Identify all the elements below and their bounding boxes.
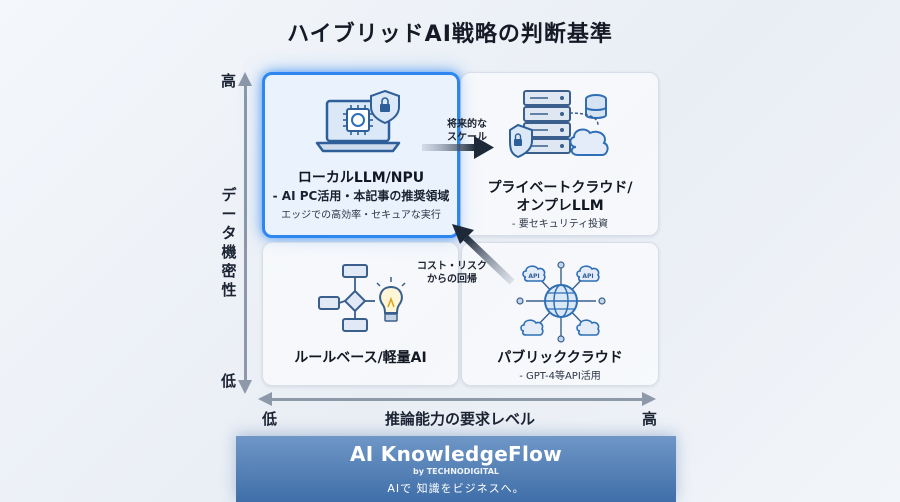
public-cloud-title: パブリッククラウド <box>497 350 623 366</box>
private-cloud-title-line1: プライベートクラウド/ <box>487 180 633 196</box>
globe-api-network-icon: API API <box>516 261 606 343</box>
private-cloud-title-line2: オンプレLLM <box>516 198 604 214</box>
y-axis-high-label: 高 <box>221 72 237 90</box>
y-axis-low-label: 低 <box>221 372 237 390</box>
local-llm-title: ローカルLLM/NPU <box>297 170 425 186</box>
x-axis-label: 推論能力の要求レベル <box>384 410 535 428</box>
local-llm-note: エッジでの高効率・セキュアな実行 <box>281 210 441 221</box>
local-llm-subtitle: - AI PC活用・本記事の推奨領域 <box>272 189 450 203</box>
cost-risk-label-line1: コスト・リスク <box>417 261 487 272</box>
quadrant-rule-based: ルールベース/軽量AI <box>262 242 459 386</box>
y-axis-arrow-up <box>238 72 252 86</box>
api-label-left: API <box>528 273 539 280</box>
footer-brand-title: AI KnowledgeFlow <box>350 442 562 466</box>
cost-risk-label: コスト・リスク からの回帰 <box>414 260 490 286</box>
x-axis-low-label: 低 <box>262 410 278 428</box>
server-cloud-lock-icon <box>509 90 609 159</box>
future-scale-label-line2: スケール <box>447 132 487 143</box>
cost-risk-label-line2: からの回帰 <box>427 274 477 285</box>
page-title: ハイブリッドAI戦略の判断基準 <box>287 22 613 47</box>
rule-based-title: ルールベース/軽量AI <box>294 350 427 366</box>
quadrant-local-llm: ローカルLLM/NPU - AI PC活用・本記事の推奨領域 エッジでの高効率・… <box>262 72 460 238</box>
laptop-chip-icon <box>315 89 401 153</box>
api-label-right: API <box>582 273 593 280</box>
future-scale-label: 将来的な スケール <box>432 118 502 144</box>
x-axis-arrow-left <box>258 392 272 406</box>
quadrant-private-cloud: プライベートクラウド/ オンプレLLM - 要セキュリティ投資 <box>461 72 659 236</box>
footer-banner: AI KnowledgeFlow by TECHNODIGITAL AIで 知識… <box>236 436 676 502</box>
y-axis-arrow-down <box>238 380 252 394</box>
future-scale-label-line1: 将来的な <box>447 119 487 130</box>
cost-risk-return-arrow <box>452 224 515 285</box>
x-axis-high-label: 高 <box>642 410 658 428</box>
footer-brand-by: by TECHNODIGITAL <box>413 467 499 476</box>
public-cloud-note: - GPT-4等API活用 <box>519 371 601 382</box>
x-axis-line <box>272 398 642 401</box>
footer-tagline: AIで 知識をビジネスへ。 <box>387 482 525 495</box>
private-cloud-note: - 要セキュリティ投資 <box>511 219 609 230</box>
y-axis-line <box>244 84 247 382</box>
x-axis-arrow-right <box>642 392 656 406</box>
future-scale-arrow <box>422 136 494 159</box>
y-axis-label: データ機密性 <box>221 186 237 299</box>
flowchart-lightbulb-icon <box>318 264 406 332</box>
